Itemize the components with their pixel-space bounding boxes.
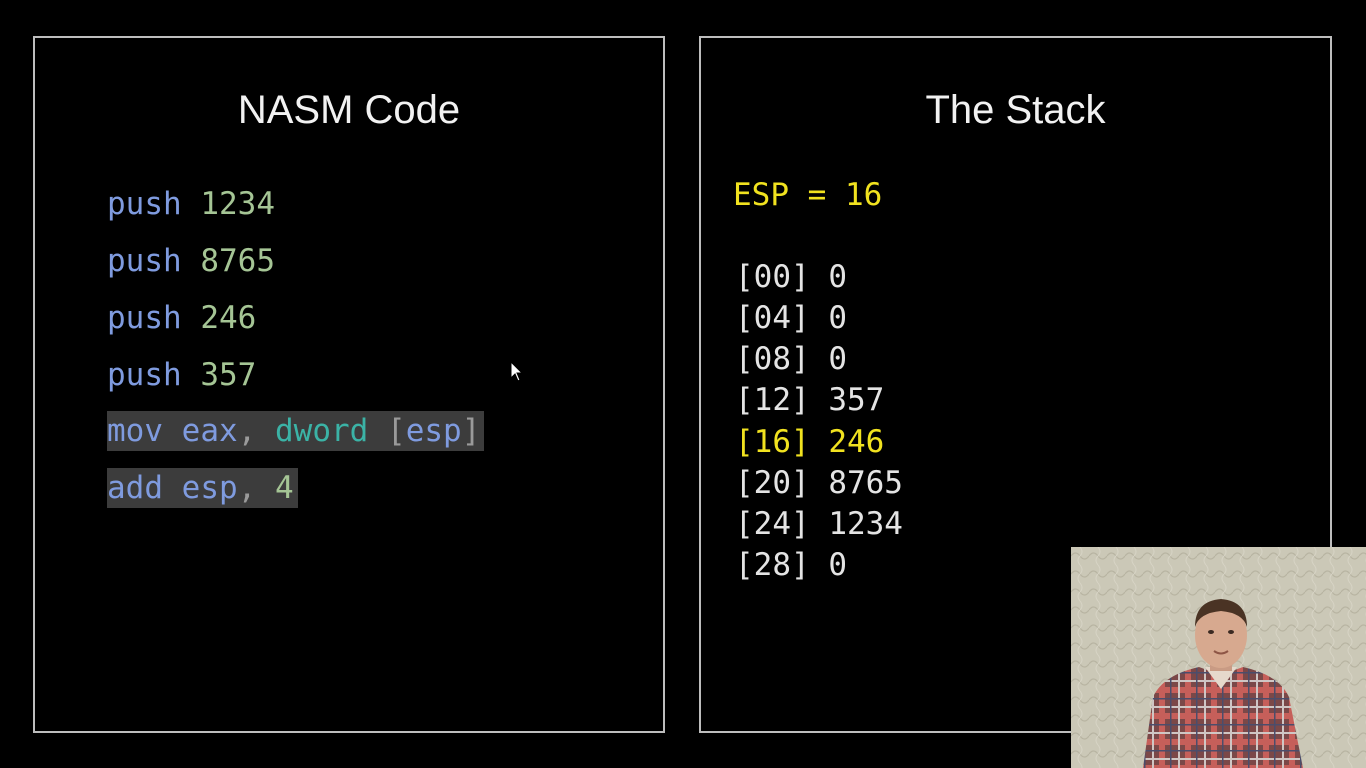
code-line-push-1234: push 1234 [107, 184, 279, 224]
code-comma: , [237, 470, 257, 506]
stack-row-active: [16] 246 [735, 424, 885, 460]
presenter-webcam-video [1071, 547, 1366, 768]
presenter-figure [1071, 547, 1366, 768]
code-arg: 4 [275, 470, 294, 506]
code-panel-title: NASM Code [237, 88, 461, 132]
code-line-push-357: push 357 [107, 355, 260, 395]
stack-panel: The Stack ESP = 16 [00] 0 [04] 0 [08] 0 … [699, 36, 1332, 733]
stack-row: [12] 357 [735, 382, 885, 418]
code-op: add [107, 470, 163, 506]
stack-row: [20] 8765 [735, 465, 903, 501]
code-close-bracket: ] [461, 413, 481, 449]
code-line-add-highlighted: add esp, 4 [107, 468, 298, 508]
code-line-mov-highlighted: mov eax, dword [esp] [107, 411, 485, 451]
code-dest: eax [181, 413, 238, 449]
code-arg: 246 [200, 300, 257, 336]
code-size: dword [275, 413, 369, 449]
code-line-push-8765: push 8765 [107, 241, 279, 281]
code-comma: , [237, 413, 257, 449]
stack-panel-title: The Stack [925, 88, 1106, 132]
code-open-bracket: [ [387, 413, 406, 449]
code-arg: 8765 [200, 243, 275, 279]
stack-row: [28] 0 [735, 547, 847, 583]
stack-row: [04] 0 [735, 300, 847, 336]
code-line-push-246: push 246 [107, 298, 260, 338]
code-op: push [107, 357, 182, 393]
code-dest: esp [181, 470, 238, 506]
code-op: push [107, 243, 182, 279]
stack-row: [24] 1234 [735, 506, 903, 542]
esp-register-value: ESP = 16 [733, 177, 883, 213]
code-src: esp [405, 413, 462, 449]
code-op: mov [107, 413, 163, 449]
nasm-code-panel: NASM Code push 1234 push 8765 push 246 p… [33, 36, 665, 733]
stack-row: [08] 0 [735, 341, 847, 377]
code-arg: 357 [200, 357, 257, 393]
code-op: push [107, 186, 182, 222]
stack-row: [00] 0 [735, 259, 847, 295]
code-op: push [107, 300, 182, 336]
mouse-pointer-icon [510, 361, 524, 382]
code-arg: 1234 [200, 186, 275, 222]
